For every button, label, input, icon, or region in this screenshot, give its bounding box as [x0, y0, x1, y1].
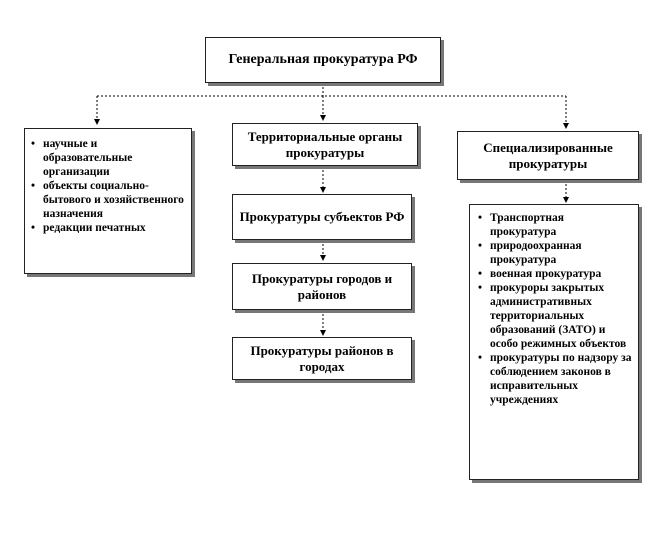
left-item: научные и образовательные организации — [31, 137, 185, 179]
right-item: военная прокуратура — [478, 267, 632, 281]
center-box-label: Прокуратуры городов и районов — [251, 270, 393, 302]
center-box-territorial: Территориальные органы прокуратуры — [232, 123, 418, 166]
left-item: редакции печатных — [31, 221, 185, 235]
right-item: природоохранная прокуратура — [478, 239, 632, 267]
right-item: прокуроры закрытых административных терр… — [478, 281, 632, 351]
left-box: научные и образовательные организации об… — [24, 128, 192, 274]
center-box-label: Прокуратуры субъектов РФ — [239, 209, 405, 224]
left-list: научные и образовательные организации об… — [31, 137, 185, 235]
right-header-label: Специализированные прокуратуры — [483, 139, 613, 171]
center-box-districts: Прокуратуры районов в городах — [232, 337, 412, 380]
right-item: прокуратуры по надзору за соблюдением за… — [478, 351, 632, 407]
left-item: объекты социально-бытового и хозяйственн… — [31, 179, 185, 221]
root-label: Генеральная прокуратура РФ — [228, 52, 418, 67]
center-box-label: Прокуратуры районов в городах — [250, 342, 394, 374]
right-item: Транспортная прокуратура — [478, 211, 632, 239]
center-box-label: Территориальные органы прокуратуры — [247, 128, 403, 160]
root-box: Генеральная прокуратура РФ — [205, 37, 441, 83]
right-list-box: Транспортная прокуратура природоохранная… — [469, 204, 639, 480]
right-header-box: Специализированные прокуратуры — [457, 131, 639, 180]
center-box-cities: Прокуратуры городов и районов — [232, 263, 412, 310]
center-box-subjects: Прокуратуры субъектов РФ — [232, 194, 412, 240]
right-list: Транспортная прокуратура природоохранная… — [478, 211, 632, 407]
